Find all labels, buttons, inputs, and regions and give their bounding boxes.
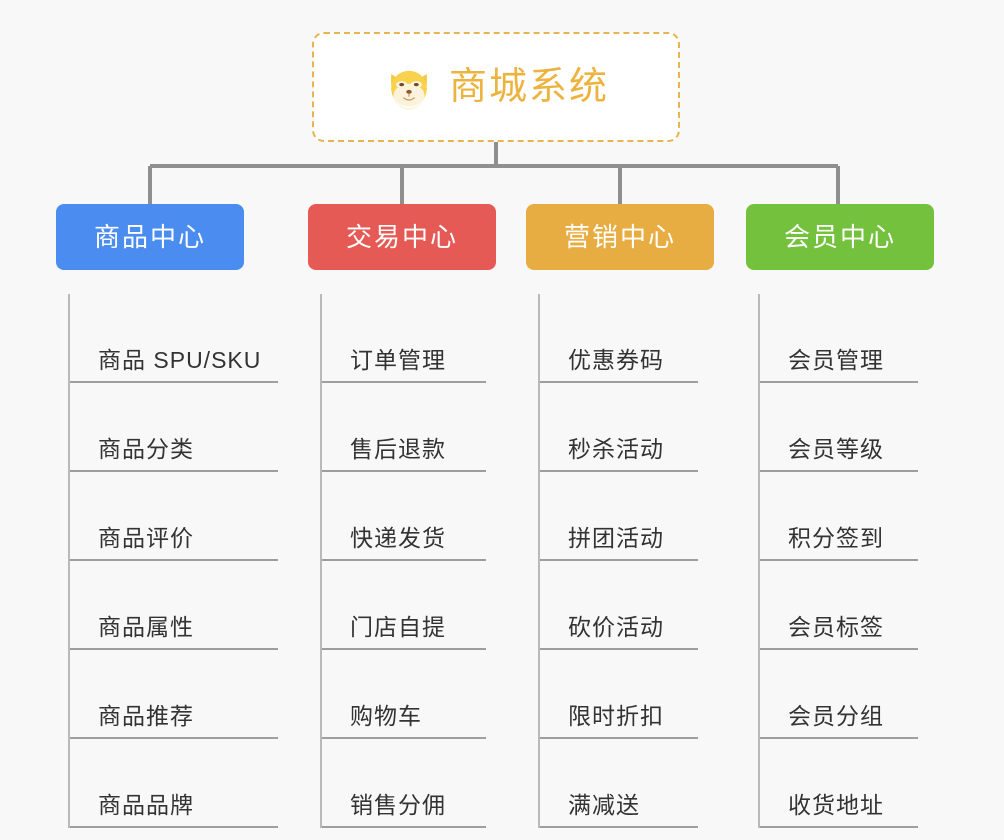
leaf-label: 门店自提 (350, 613, 446, 640)
root-node[interactable]: 商城系统 (312, 32, 680, 142)
leaf-item[interactable]: 门店自提 (322, 561, 486, 650)
leaf-label: 商品品牌 (98, 791, 194, 818)
leaf-item[interactable]: 会员等级 (760, 383, 918, 472)
branch-column-0: 商品中心 商品 SPU/SKU 商品分类 商品评价 商品属性 商品推荐 商品品牌 (56, 204, 278, 828)
leaf-label: 商品评价 (98, 524, 194, 551)
leaf-label: 收货地址 (788, 791, 884, 818)
branch-header-3[interactable]: 会员中心 (746, 204, 934, 270)
leaf-item[interactable]: 会员分组 (760, 650, 918, 739)
leaf-label: 会员管理 (788, 346, 884, 373)
leaf-item[interactable]: 商品属性 (70, 561, 278, 650)
leaf-item[interactable]: 商品 SPU/SKU (70, 294, 278, 383)
branch-trunk-2 (538, 294, 540, 828)
leaf-item[interactable]: 商品推荐 (70, 650, 278, 739)
branch-column-2: 营销中心 优惠券码 秒杀活动 拼团活动 砍价活动 限时折扣 满减送 (526, 204, 714, 828)
leaf-item[interactable]: 会员标签 (760, 561, 918, 650)
leaf-item[interactable]: 会员管理 (760, 294, 918, 383)
branch-trunk-0 (68, 294, 70, 828)
root-title: 商城系统 (448, 66, 609, 108)
branch-leaves-3: 会员管理 会员等级 积分签到 会员标签 会员分组 收货地址 (746, 294, 918, 828)
branch-column-1: 交易中心 订单管理 售后退款 快递发货 门店自提 购物车 销售分佣 (308, 204, 496, 828)
leaf-label: 会员分组 (788, 702, 884, 729)
branch-trunk-1 (320, 294, 322, 828)
leaf-item[interactable]: 限时折扣 (540, 650, 698, 739)
branch-leaves-2: 优惠券码 秒杀活动 拼团活动 砍价活动 限时折扣 满减送 (526, 294, 698, 828)
leaf-item[interactable]: 积分签到 (760, 472, 918, 561)
leaf-item[interactable]: 拼团活动 (540, 472, 698, 561)
branch-header-0[interactable]: 商品中心 (56, 204, 244, 270)
branch-leaves-1: 订单管理 售后退款 快递发货 门店自提 购物车 销售分佣 (308, 294, 486, 828)
leaf-item[interactable]: 优惠券码 (540, 294, 698, 383)
branch-leaves-0: 商品 SPU/SKU 商品分类 商品评价 商品属性 商品推荐 商品品牌 (56, 294, 278, 828)
leaf-item[interactable]: 收货地址 (760, 739, 918, 828)
branch-trunk-3 (758, 294, 760, 828)
leaf-item[interactable]: 商品分类 (70, 383, 278, 472)
branch-header-2[interactable]: 营销中心 (526, 204, 714, 270)
leaf-label: 销售分佣 (350, 791, 446, 818)
leaf-label: 会员等级 (788, 435, 884, 462)
leaf-label: 砍价活动 (568, 613, 664, 640)
shiba-dog-face-icon (391, 70, 427, 110)
leaf-item[interactable]: 砍价活动 (540, 561, 698, 650)
leaf-label: 优惠券码 (568, 346, 664, 373)
leaf-item[interactable]: 售后退款 (322, 383, 486, 472)
leaf-label: 商品推荐 (98, 702, 194, 729)
leaf-item[interactable]: 满减送 (540, 739, 698, 828)
leaf-label: 快递发货 (350, 524, 446, 551)
leaf-label: 拼团活动 (568, 524, 664, 551)
leaf-label: 购物车 (350, 702, 422, 729)
branch-header-label-2: 营销中心 (563, 222, 676, 252)
leaf-label: 商品属性 (98, 613, 194, 640)
branch-header-label-1: 交易中心 (345, 222, 458, 252)
branch-header-1[interactable]: 交易中心 (308, 204, 496, 270)
leaf-item[interactable]: 秒杀活动 (540, 383, 698, 472)
leaf-item[interactable]: 销售分佣 (322, 739, 486, 828)
leaf-label: 秒杀活动 (568, 435, 664, 462)
leaf-label: 满减送 (568, 791, 640, 818)
leaf-label: 限时折扣 (568, 702, 664, 729)
leaf-label: 积分签到 (788, 524, 884, 551)
leaf-item[interactable]: 订单管理 (322, 294, 486, 383)
branch-header-label-0: 商品中心 (93, 222, 206, 252)
leaf-item[interactable]: 购物车 (322, 650, 486, 739)
leaf-label: 会员标签 (788, 613, 884, 640)
leaf-item[interactable]: 快递发货 (322, 472, 486, 561)
branch-header-label-3: 会员中心 (783, 222, 896, 252)
leaf-item[interactable]: 商品评价 (70, 472, 278, 561)
leaf-label: 商品分类 (98, 435, 194, 462)
leaf-label: 售后退款 (350, 435, 446, 462)
leaf-label: 商品 SPU/SKU (98, 346, 262, 373)
leaf-item[interactable]: 商品品牌 (70, 739, 278, 828)
leaf-label: 订单管理 (350, 346, 446, 373)
branch-column-3: 会员中心 会员管理 会员等级 积分签到 会员标签 会员分组 收货地址 (746, 204, 934, 828)
